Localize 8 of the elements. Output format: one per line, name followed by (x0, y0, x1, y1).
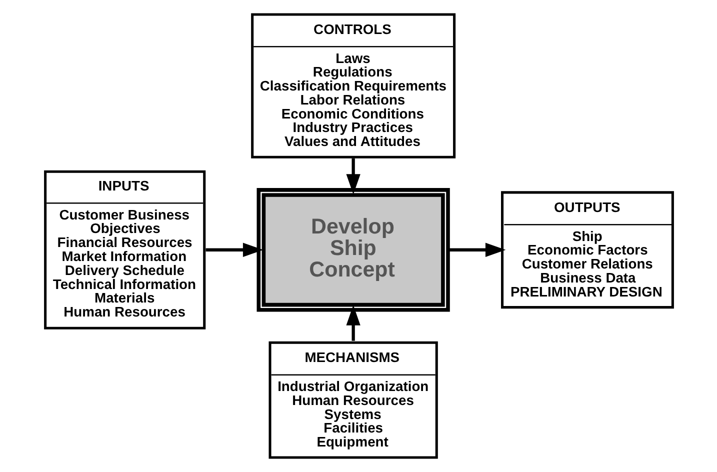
node-box: CONTROLS Laws Regulations Classification Requirements Labor Relations Economic Conditions Industry Practices Values and Attitudes (250, 13, 456, 158)
arrow (205, 242, 263, 257)
node-box: INPUTS Customer Business Objectives Financial Resources Market Information Delivery Schedule Technical Information Materials Human Resources (44, 170, 206, 330)
arrow (346, 305, 360, 341)
node-box: Develop Ship Concept (256, 188, 450, 312)
node-box: MECHANISMS Industrial Organization Human Resources Systems Facilities Equipment (268, 341, 438, 459)
arrow (346, 158, 360, 194)
arrow (448, 242, 506, 257)
